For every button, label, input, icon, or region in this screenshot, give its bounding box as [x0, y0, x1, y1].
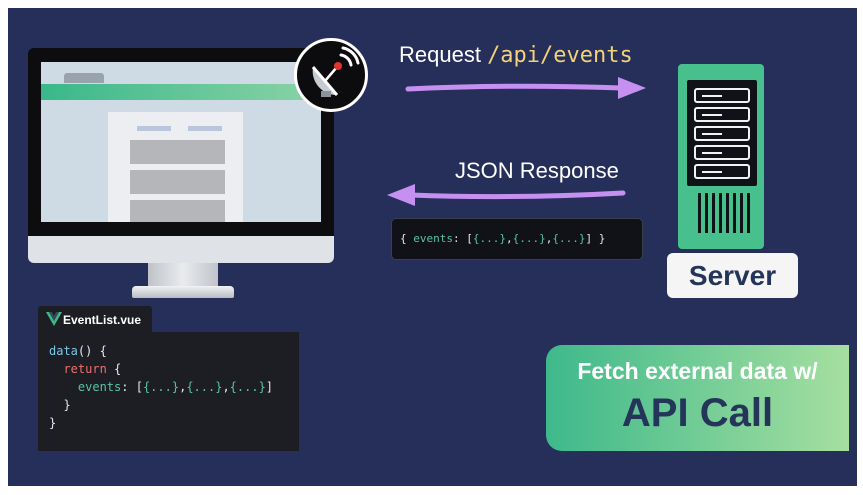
page-list-row — [130, 170, 225, 194]
server-drive-slot — [694, 164, 750, 179]
vue-logo-icon — [46, 312, 62, 326]
page-nav-dash — [188, 126, 222, 131]
server-vents — [696, 193, 752, 233]
server-drive-slot — [694, 145, 750, 160]
browser-toolbar — [41, 84, 321, 100]
page-nav-dash — [137, 126, 171, 131]
code-file-tab: EventList.vue — [38, 306, 152, 334]
code-line: data() { — [49, 344, 107, 358]
request-arrow — [405, 77, 646, 99]
monitor-stand-base — [132, 286, 234, 298]
server-drive-slot — [694, 88, 750, 103]
server-drive-slot — [694, 107, 750, 122]
satellite-dish-icon — [294, 38, 368, 112]
banner-subtitle: Fetch external data w/ — [577, 358, 818, 384]
code-filename: EventList.vue — [63, 313, 142, 327]
request-path: /api/events — [487, 43, 633, 68]
browser-tab — [64, 73, 104, 83]
code-panel: data() { return { events: [{...},{...},{… — [38, 332, 299, 451]
banner-title: API Call — [621, 391, 774, 435]
code-line: events: [{...},{...},{...}] — [77, 380, 274, 394]
request-prefix: Request — [399, 42, 488, 67]
monitor-stand-neck — [148, 263, 218, 287]
response-arrow — [387, 184, 626, 206]
response-label: JSON Response — [455, 158, 619, 183]
code-line: } — [63, 398, 71, 412]
code-line: } — [49, 416, 57, 430]
page-list-row — [130, 200, 225, 222]
code-line: return { — [63, 362, 122, 376]
monitor-chin — [28, 236, 334, 263]
json-response-box: { events: [{...},{...},{...}] } — [391, 218, 643, 260]
page-list-row — [130, 140, 225, 164]
server-front-panel — [687, 80, 757, 186]
server-drive-slot — [694, 126, 750, 141]
server-label: Server — [667, 253, 798, 298]
title-banner: Fetch external data w/ API Call — [546, 345, 849, 451]
request-label: Request /api/events — [399, 42, 633, 68]
